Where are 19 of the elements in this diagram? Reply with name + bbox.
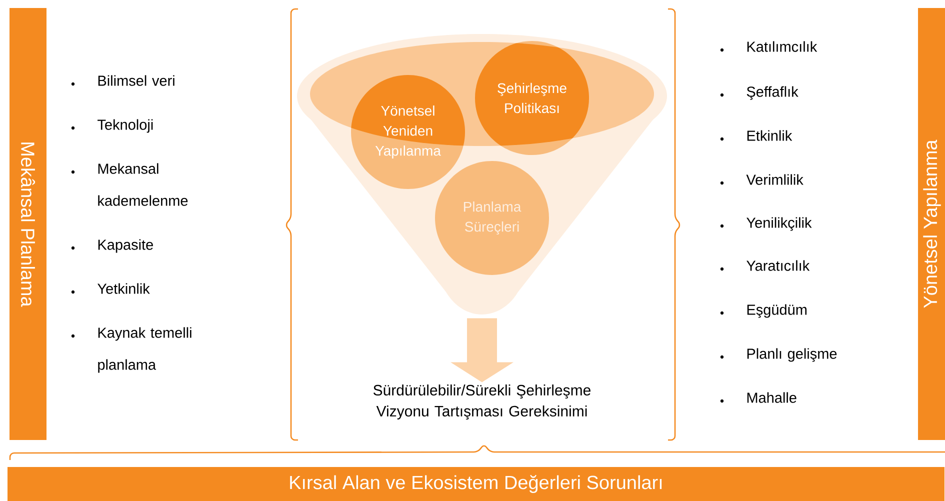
list-item: Planlı gelişme (747, 348, 837, 362)
side-bar: Yönetsel Yapılanma (918, 8, 945, 440)
result-text: Sürdürülebilir/Sürekli Şehirleşme Vizyonu Tartışması Gereksinimi (373, 384, 590, 420)
list-item: Eşgüdüm (747, 304, 807, 318)
list-item: Mekansal kademelenme (98, 163, 188, 206)
list-item: Yaratıcılık (746, 260, 810, 271)
list-item: Yetkinlik (98, 283, 150, 294)
side-bar: Kırsal Alan ve Ekosistem Değerleri Sorunları (8, 467, 944, 501)
list-item: Bilimsel veri (98, 75, 174, 86)
list-item: Kaynak temelli planlama (98, 327, 192, 373)
list-item: Şeffaflık (746, 86, 798, 100)
list-item: Verimlilik (746, 174, 804, 185)
list-item: Mahalle (747, 392, 796, 403)
list-item: Katılımcılık (747, 41, 818, 52)
list-item: Teknoloji (98, 119, 153, 133)
list-item: Yenilikçilik (746, 217, 812, 231)
side-bar: Mekânsal Planlama (10, 8, 46, 440)
list-item: Etkinlik (747, 130, 792, 141)
list-item: Kapasite (98, 239, 153, 253)
